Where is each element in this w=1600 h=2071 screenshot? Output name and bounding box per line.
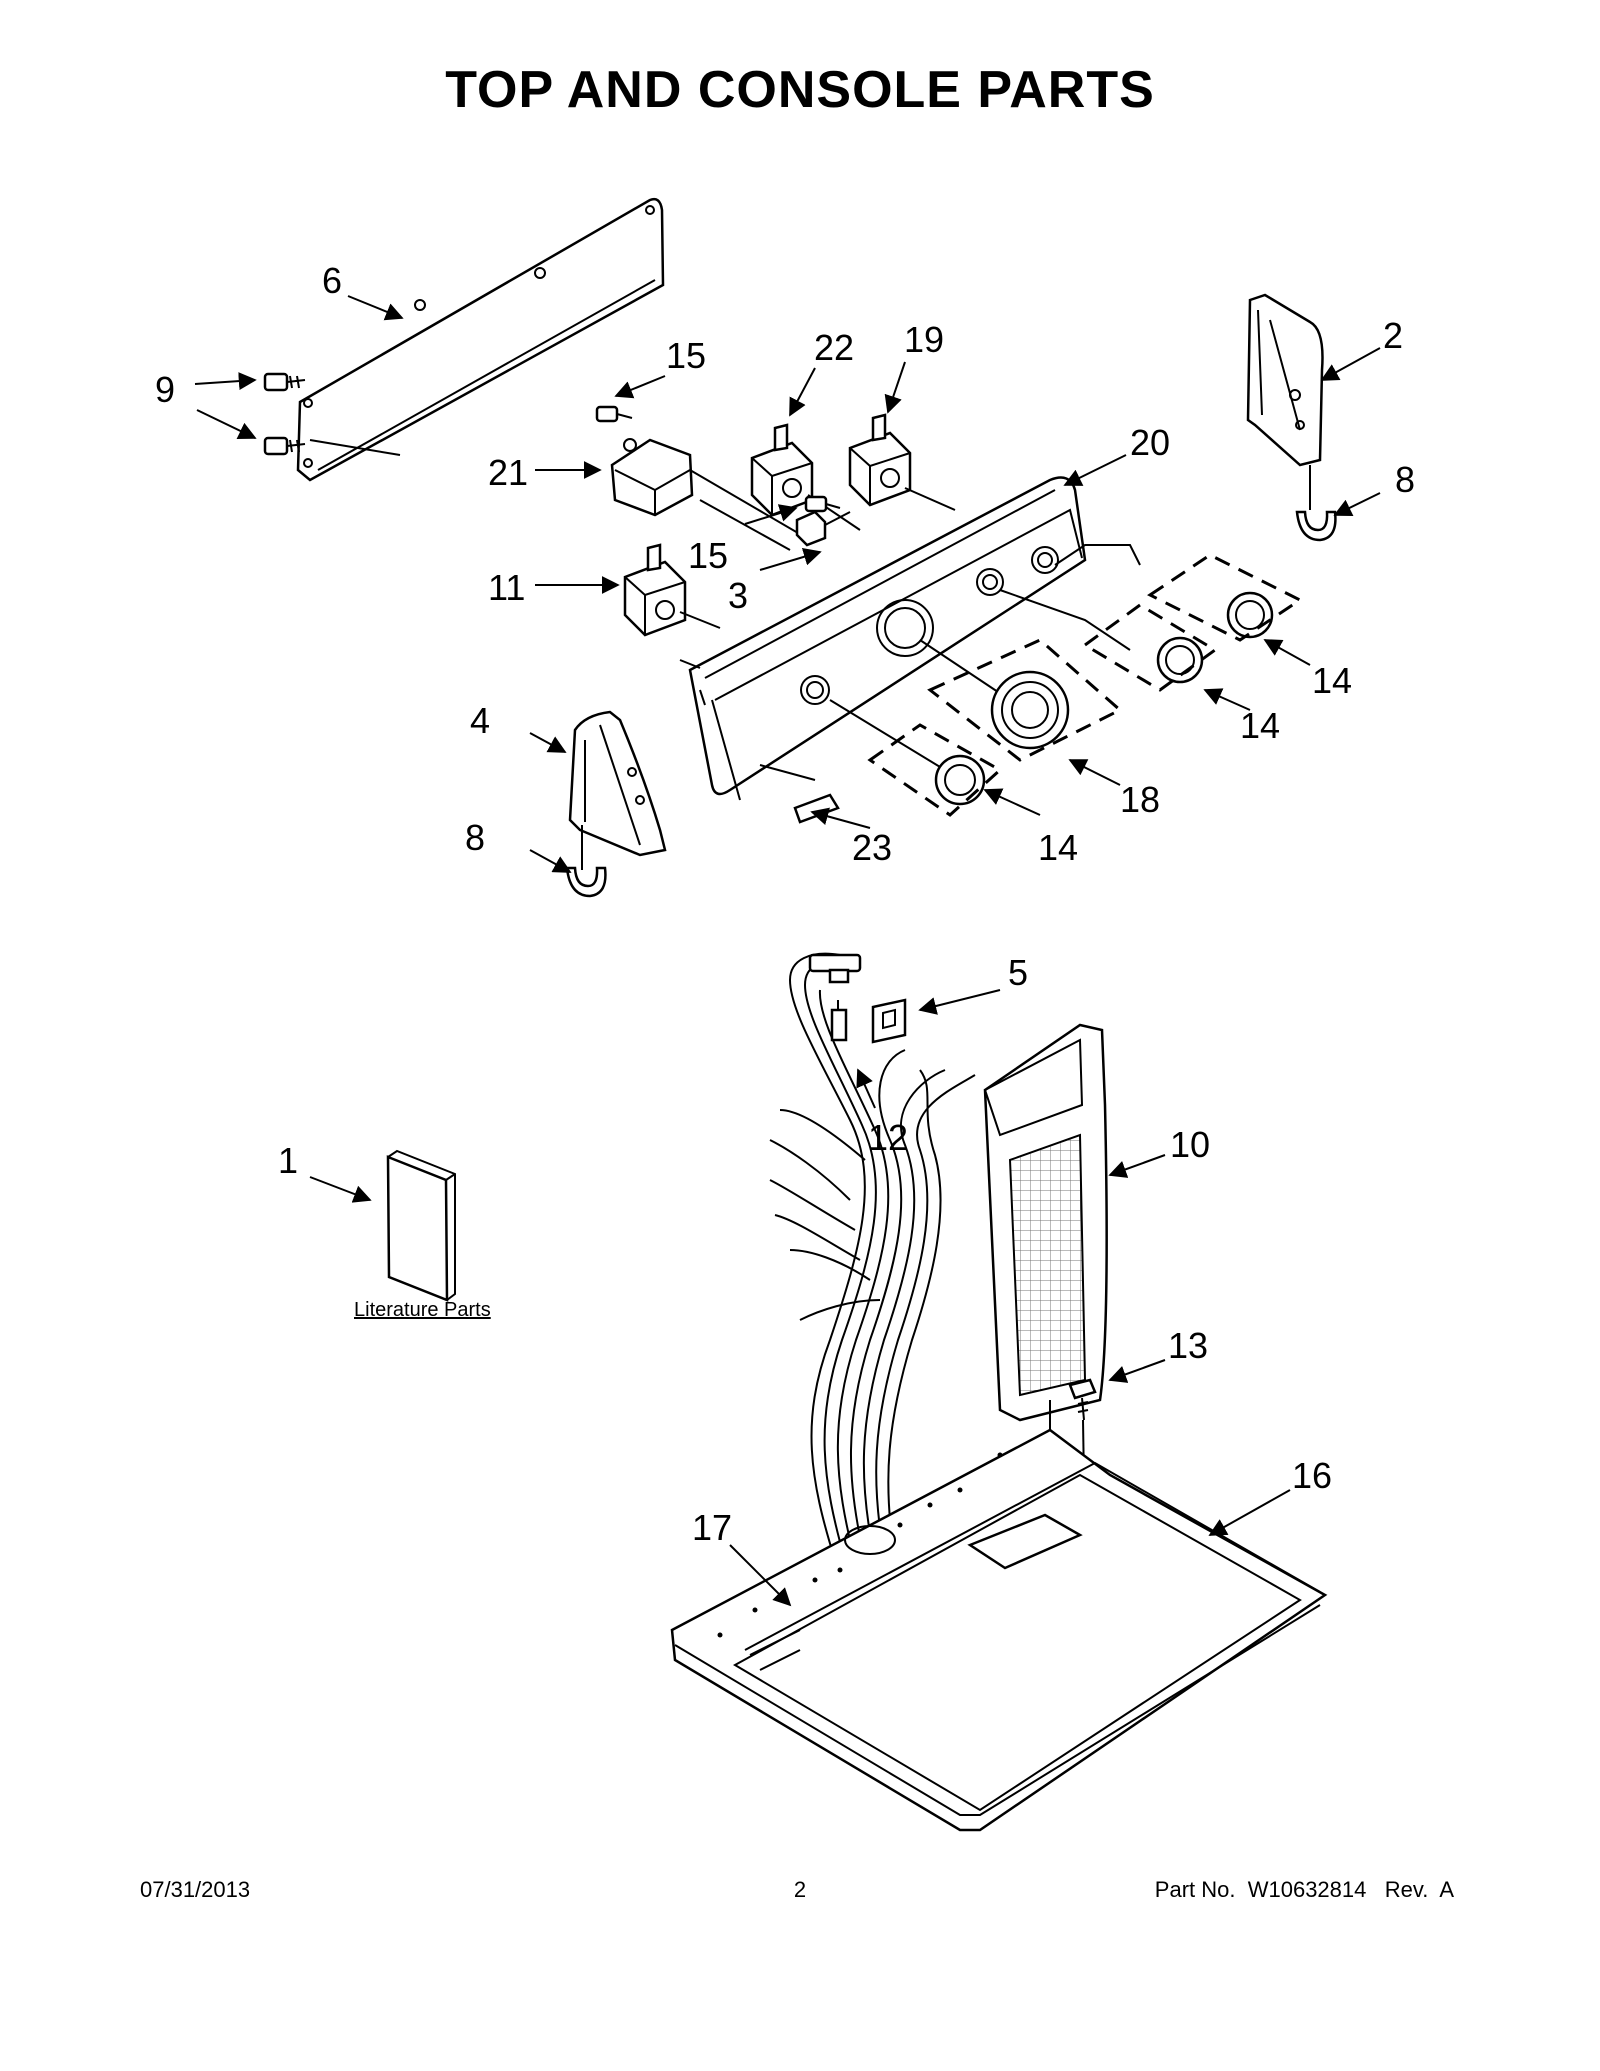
wire-harness-part (769, 952, 976, 1561)
clip-icon (565, 510, 1337, 898)
page-title: TOP AND CONSOLE PARTS (445, 61, 1155, 119)
end-cap-left-part (568, 710, 667, 870)
footer-page-number: 2 (793, 1877, 807, 1902)
footer-date: 07/31/2013 (140, 1877, 251, 1902)
back-panel-part (296, 197, 665, 482)
callout-15b: 15 (688, 535, 728, 576)
screw-icon (595, 405, 841, 551)
callout-13: 13 (1168, 1325, 1208, 1366)
bracket-part (871, 998, 907, 1044)
footer-part-number: Part No. W10632814 Rev. A (1154, 1877, 1454, 1902)
callout-arrows (194, 295, 1381, 1607)
callout-6: 6 (322, 260, 342, 301)
callout-19: 19 (904, 319, 944, 360)
callout-3: 3 (728, 575, 748, 616)
switch-icon (610, 413, 956, 637)
callout-14b: 14 (1240, 705, 1280, 746)
callout-8a: 8 (1395, 459, 1415, 500)
callout-5: 5 (1008, 952, 1028, 993)
console-part (679, 476, 1141, 801)
screw-icon (263, 372, 306, 456)
callout-15a: 15 (666, 335, 706, 376)
end-cap-right-part (1246, 293, 1324, 510)
callout-10: 10 (1170, 1124, 1210, 1165)
top-panel-part (670, 1428, 1328, 1832)
callout-14a: 14 (1312, 660, 1352, 701)
callout-20: 20 (1130, 422, 1170, 463)
literature-part (386, 1149, 456, 1302)
callout-2: 2 (1383, 315, 1403, 356)
callout-23: 23 (852, 827, 892, 868)
callout-17: 17 (692, 1507, 732, 1548)
callout-11: 11 (488, 567, 525, 608)
callout-1: 1 (278, 1140, 298, 1181)
callout-numbers: 6 9 15 22 19 2 20 21 8 15 3 11 14 14 18 … (155, 260, 1415, 1548)
callout-4: 4 (470, 700, 490, 741)
callout-9: 9 (155, 369, 175, 410)
callout-22: 22 (814, 327, 854, 368)
callout-14c: 14 (1038, 827, 1078, 868)
callout-16: 16 (1292, 1455, 1332, 1496)
callout-8b: 8 (465, 817, 485, 858)
callout-12: 12 (868, 1117, 908, 1158)
lint-filter-part (983, 1023, 1108, 1545)
dashed-knob-outlines (867, 553, 1303, 817)
literature-parts-label: Literature Parts (354, 1299, 491, 1321)
callout-21: 21 (488, 452, 528, 493)
callout-18: 18 (1120, 779, 1160, 820)
